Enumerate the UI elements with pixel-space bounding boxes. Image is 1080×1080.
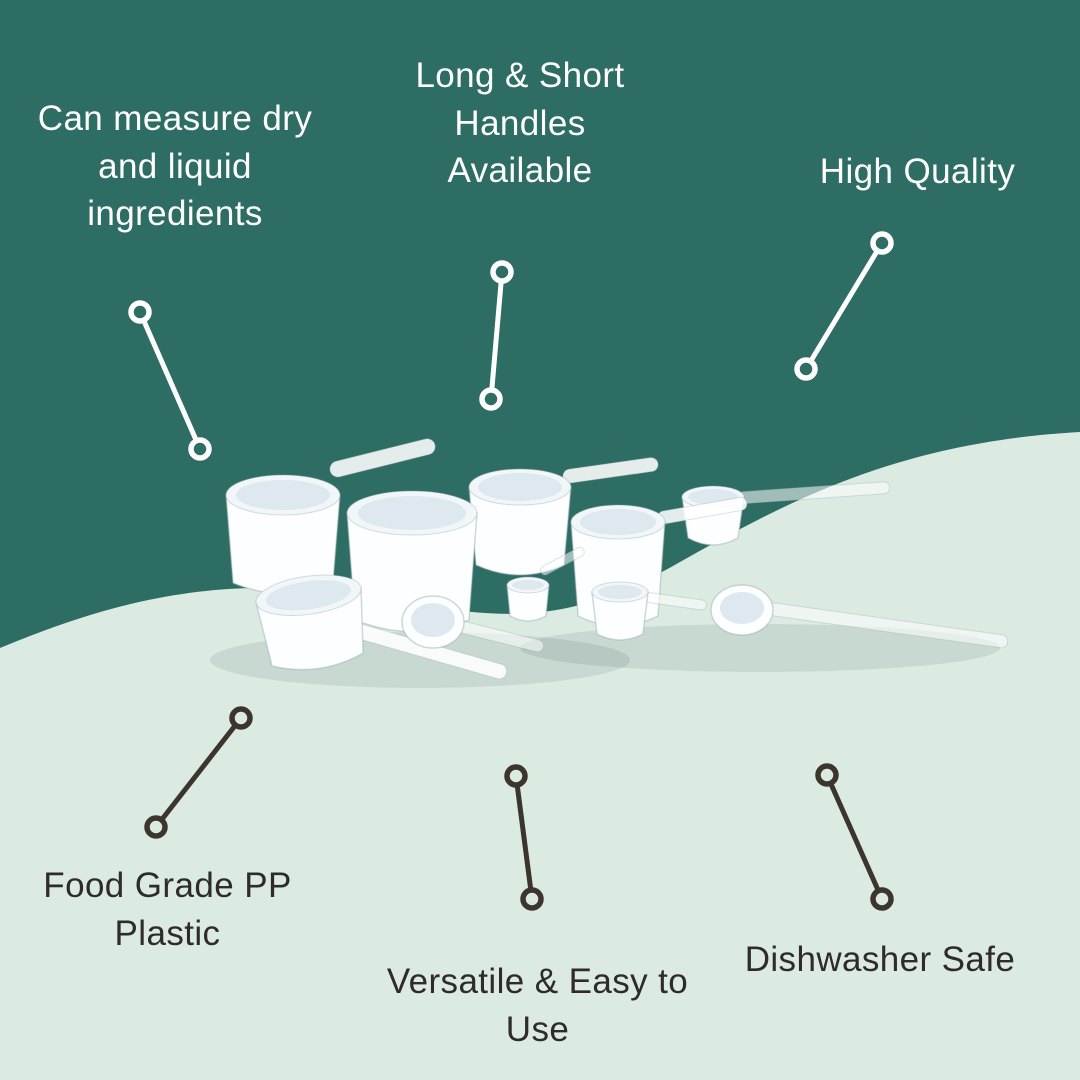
connector-handles	[479, 260, 514, 411]
callout-measure-ingredients: Can measure dry and liquid ingredients	[37, 99, 313, 234]
connector-endpoint-ring	[870, 887, 894, 911]
connector-endpoint-ring	[870, 231, 894, 255]
connector-measure	[128, 300, 212, 461]
connector-food-grade	[144, 706, 253, 839]
callout-dishwasher-safe: Dishwasher Safe	[744, 940, 1016, 979]
connector-endpoint-ring	[229, 706, 253, 730]
scoop-cup-3	[468, 457, 659, 576]
scoop-small-long-handle	[681, 481, 891, 546]
scoop-spoon-long-handle	[710, 584, 1009, 649]
connector-versatile	[504, 764, 544, 911]
scoop-small-2	[591, 581, 707, 641]
connector-endpoint-ring	[128, 300, 152, 324]
callout-high-quality: High Quality	[819, 152, 1016, 191]
callout-food-grade-pp-plastic: Food Grade PP Plastic	[43, 866, 292, 953]
connector-endpoint-ring	[520, 887, 544, 911]
connector-endpoint-ring	[479, 387, 503, 411]
connector-endpoint-ring	[490, 260, 514, 284]
connector-endpoint-ring	[144, 815, 168, 839]
connector-endpoint-ring	[815, 763, 839, 787]
connector-quality	[794, 231, 894, 381]
scoop-spoon-small	[401, 595, 545, 653]
callout-long-short-handles: Long & Short Handles Available	[415, 56, 625, 191]
connector-endpoint-ring	[504, 764, 528, 788]
callout-versatile-easy-to-use: Versatile & Easy to Use	[386, 962, 689, 1049]
scoop-tiny-cylinder	[506, 546, 585, 622]
connector-endpoint-ring	[794, 357, 818, 381]
scoop-cup-tilted	[255, 574, 508, 680]
scoop-shadow	[520, 624, 1000, 672]
connector-dishwasher	[815, 763, 894, 911]
connector-endpoint-ring	[188, 437, 212, 461]
